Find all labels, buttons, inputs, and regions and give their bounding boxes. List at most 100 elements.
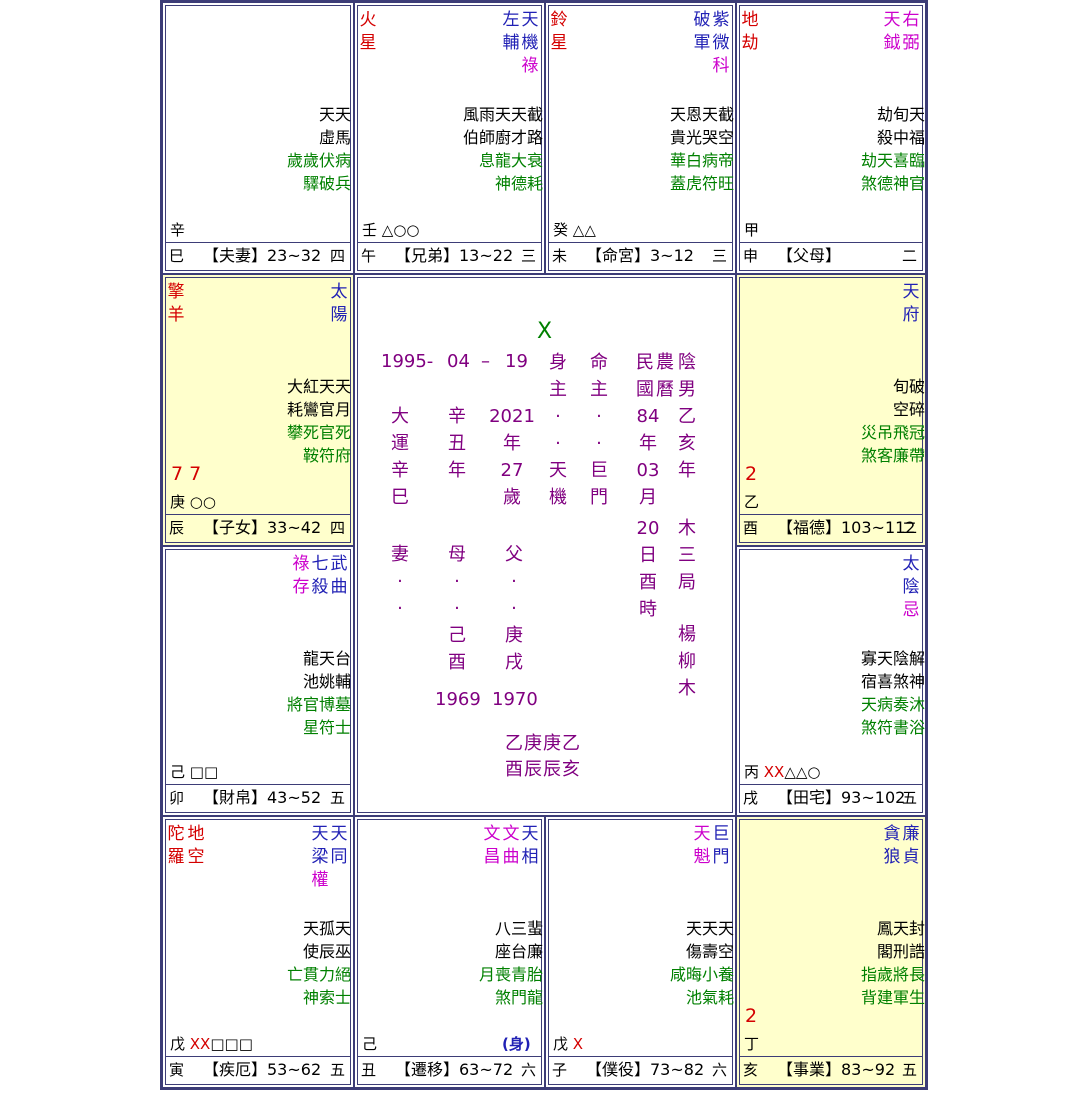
stem-mark: 庚 ○○ <box>170 493 216 511</box>
palace-order: 三 <box>520 247 536 265</box>
palace-name: 【疾厄】53~62 <box>203 1060 322 1079</box>
father-birth-year: 1970 <box>492 689 538 710</box>
minor-star-row: 殺中福 <box>876 128 925 147</box>
nayin-column: 楊柳木 <box>678 624 696 699</box>
minor-star-row: 天恩天截 <box>669 105 734 124</box>
major-star-right: 文曲 <box>502 824 520 867</box>
min-guo-column: 民國 <box>636 352 654 400</box>
major-star-left: 鈴星 <box>550 10 568 53</box>
minor-stars: 大紅天天耗鸞官月攀死官死鞍符府 <box>267 375 351 467</box>
palace-order: 五 <box>901 789 917 807</box>
palace-order: 五 <box>329 789 345 807</box>
minor-star-row: 息龍大衰 <box>478 151 543 170</box>
palace-name: 【財帛】43~52 <box>203 788 322 807</box>
major-star-right: 破軍 <box>693 10 711 53</box>
minor-star-row: 煞門龍 <box>494 988 543 1007</box>
wuxing-ju-column: 木三局 <box>678 518 696 593</box>
minor-star-row: 龍天台 <box>302 649 351 668</box>
palace-name: 【田宅】93~102 <box>777 788 906 807</box>
palace-name: 【僕役】73~82 <box>586 1060 705 1079</box>
minor-star-row: 將官博墓 <box>286 695 351 714</box>
major-star-right: 天同 <box>330 824 348 867</box>
minor-star-row: 大紅天天 <box>286 377 351 396</box>
palace-order: 六 <box>711 1061 727 1079</box>
palace-order: 六 <box>520 1061 536 1079</box>
bazi-branches: 酉辰辰亥 <box>505 759 581 780</box>
big-number: 7 7 <box>171 463 202 485</box>
earthly-branch: 未 <box>552 247 568 265</box>
stem-mark: 癸 △△ <box>553 221 596 239</box>
palace-order: 五 <box>329 1061 345 1079</box>
palace-name: 【父母】 <box>777 246 842 265</box>
palace-order: 二 <box>901 247 917 265</box>
minor-star-row: 傷壽空 <box>685 942 734 961</box>
major-star-left: 地空 <box>187 824 205 867</box>
stem-mark: 戊 X <box>553 1035 584 1053</box>
minor-star-row: 天病奏沐 <box>860 695 925 714</box>
minor-stars: 天天虛馬歲歲伏病驛破兵 <box>267 103 351 195</box>
minor-star-row: 旬破 <box>892 377 925 396</box>
minor-star-row: 宿喜煞神 <box>860 672 925 691</box>
minor-stars: 風雨天天截伯師廚才路息龍大衰神德耗 <box>459 103 543 195</box>
minor-stars: 八三蜚座台廉月喪青胎煞門龍 <box>459 917 543 1009</box>
major-star-right: 巨門 <box>712 824 730 867</box>
earthly-branch: 戌 <box>743 789 759 807</box>
major-star-right: 文昌 <box>483 824 501 867</box>
minor-star-row: 歲歲伏病 <box>286 151 351 170</box>
palace-name: 【夫妻】23~32 <box>203 246 322 265</box>
minor-star-row: 咸晦小養 <box>669 965 734 984</box>
major-star-right: 紫微科 <box>712 10 730 76</box>
liunian-column: 辛丑年 <box>448 406 466 481</box>
palace-cell-shen[interactable]: 地劫天鉞右弼劫旬天殺中福劫天喜臨煞德神官甲申【父母】二 <box>736 2 926 274</box>
major-star-right: 七殺 <box>311 554 329 597</box>
birth-day: 19 <box>505 351 528 372</box>
minor-star-row: 驛破兵 <box>302 174 351 193</box>
palace-name: 【福德】103~112 <box>777 518 916 537</box>
minor-star-row: 池姚輔 <box>302 672 351 691</box>
major-star-right: 天魁 <box>693 824 711 867</box>
major-star-right: 祿存 <box>292 554 310 597</box>
yihai-column: 乙亥年 <box>678 406 696 481</box>
major-star-right: 廉貞 <box>902 824 920 867</box>
minor-star-row: 鳳天封 <box>876 919 925 938</box>
palace-order: 五 <box>901 1061 917 1079</box>
stem-mark: 己 <box>362 1035 378 1053</box>
stem-mark: 丁 <box>744 1035 760 1053</box>
palace-name: 【遷移】63~72 <box>395 1060 514 1079</box>
minor-star-row: 指歲將長 <box>860 965 925 984</box>
stem-mark: 甲 <box>744 221 760 239</box>
minor-star-row: 亡貫力絕 <box>286 965 351 984</box>
major-star-right: 天梁權 <box>311 824 329 890</box>
birth-dash: – <box>481 351 490 372</box>
minor-star-row: 神索士 <box>302 988 351 1007</box>
nong-li-column: 農曆 <box>656 352 674 400</box>
minor-star-row: 寡天陰解 <box>860 649 925 668</box>
minor-star-row: 鞍符府 <box>302 446 351 465</box>
palace-footer: 申【父母】二 <box>739 242 923 269</box>
stem-mark: 辛 <box>170 221 186 239</box>
mother-birth-year: 1969 <box>435 689 481 710</box>
major-star-right: 右弼 <box>902 10 920 53</box>
dayun-column: 大運辛巳 <box>391 406 409 508</box>
earthly-branch: 巳 <box>169 247 185 265</box>
major-star-right: 武曲 <box>330 554 348 597</box>
